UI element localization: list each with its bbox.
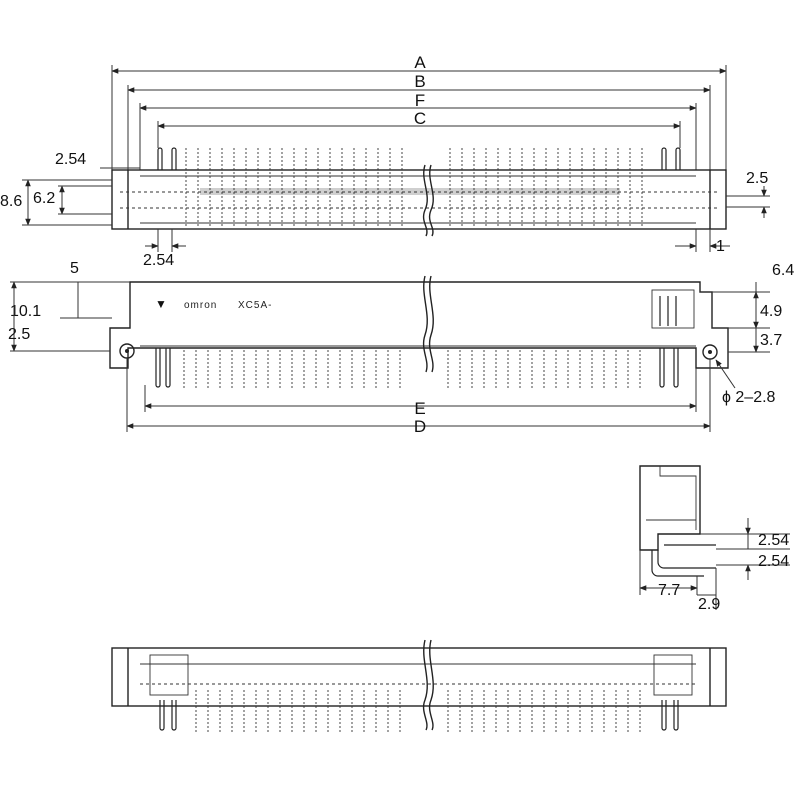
front-left-pins <box>155 348 171 388</box>
break-line <box>422 164 428 237</box>
bottom-pin-row <box>195 690 641 732</box>
dim-2-5-left: 2.5 <box>8 326 30 343</box>
pin-block-left <box>149 654 189 696</box>
bottom-view <box>111 639 727 732</box>
hole-center <box>708 350 712 354</box>
side-inner <box>646 466 697 530</box>
front-pin-row <box>183 350 641 388</box>
break-line <box>428 639 434 731</box>
break-line <box>428 275 434 373</box>
bottom-right-pins <box>661 700 679 731</box>
side-bent-pins <box>651 544 716 577</box>
break-line <box>422 639 428 731</box>
dim-2-54-bottom: 2.54 <box>143 252 174 269</box>
bottom-left-pins <box>159 700 177 731</box>
dim-2-54-top: 2.54 <box>55 151 86 168</box>
polarity-mark: ▼ <box>155 297 167 311</box>
dim-6-4: 6.4 <box>772 262 794 279</box>
top-pin-row <box>185 148 643 226</box>
side-window <box>651 289 695 329</box>
window-pins <box>659 296 677 326</box>
hole-leader <box>715 359 736 389</box>
front-view: ▼ omron XC5A- E D 5 10.1 2.5 6.4 4 <box>8 260 794 436</box>
dim-8-6: 8.6 <box>0 193 22 210</box>
dim-3-7: 3.7 <box>760 332 782 349</box>
dim-b-label: B <box>414 72 425 91</box>
side-view: 2.54 2.54 7.7 2.9 <box>639 465 790 613</box>
dim-c-label: C <box>414 109 426 128</box>
brand-marking: omron <box>184 300 217 311</box>
top-right-pins <box>661 147 681 170</box>
dim-a-label: A <box>414 53 426 72</box>
dim-6-2: 6.2 <box>33 190 55 207</box>
top-view: A B F C 2.54 8.6 6.2 2.5 <box>0 53 770 269</box>
dim-2-5-right: 2.5 <box>746 170 768 187</box>
bottom-body-outline <box>111 647 727 707</box>
dim-7-7: 7.7 <box>658 582 680 599</box>
dim-d-label: D <box>414 417 426 436</box>
dim-side-2-54-b: 2.54 <box>758 553 789 570</box>
break-line <box>428 164 434 237</box>
break-line <box>422 275 428 373</box>
dim-2-9: 2.9 <box>698 596 720 613</box>
dim-5: 5 <box>70 260 79 277</box>
pin-block-right <box>653 654 693 696</box>
top-left-pins <box>157 147 177 170</box>
dim-f-label: F <box>415 91 425 110</box>
dim-side-2-54-a: 2.54 <box>758 532 789 549</box>
side-body-outline <box>639 465 701 551</box>
dim-e-label: E <box>414 399 425 418</box>
front-right-pins <box>659 348 679 388</box>
model-marking: XC5A- <box>238 300 272 311</box>
contact-band <box>200 188 620 195</box>
dim-10-1: 10.1 <box>10 303 41 320</box>
dim-4-9: 4.9 <box>760 303 782 320</box>
dim-1-right: 1 <box>716 238 725 255</box>
front-body-outline <box>109 281 729 369</box>
hole-center <box>125 349 129 353</box>
dim-hole: ϕ 2–2.8 <box>722 389 776 406</box>
top-body-outline <box>111 169 727 230</box>
